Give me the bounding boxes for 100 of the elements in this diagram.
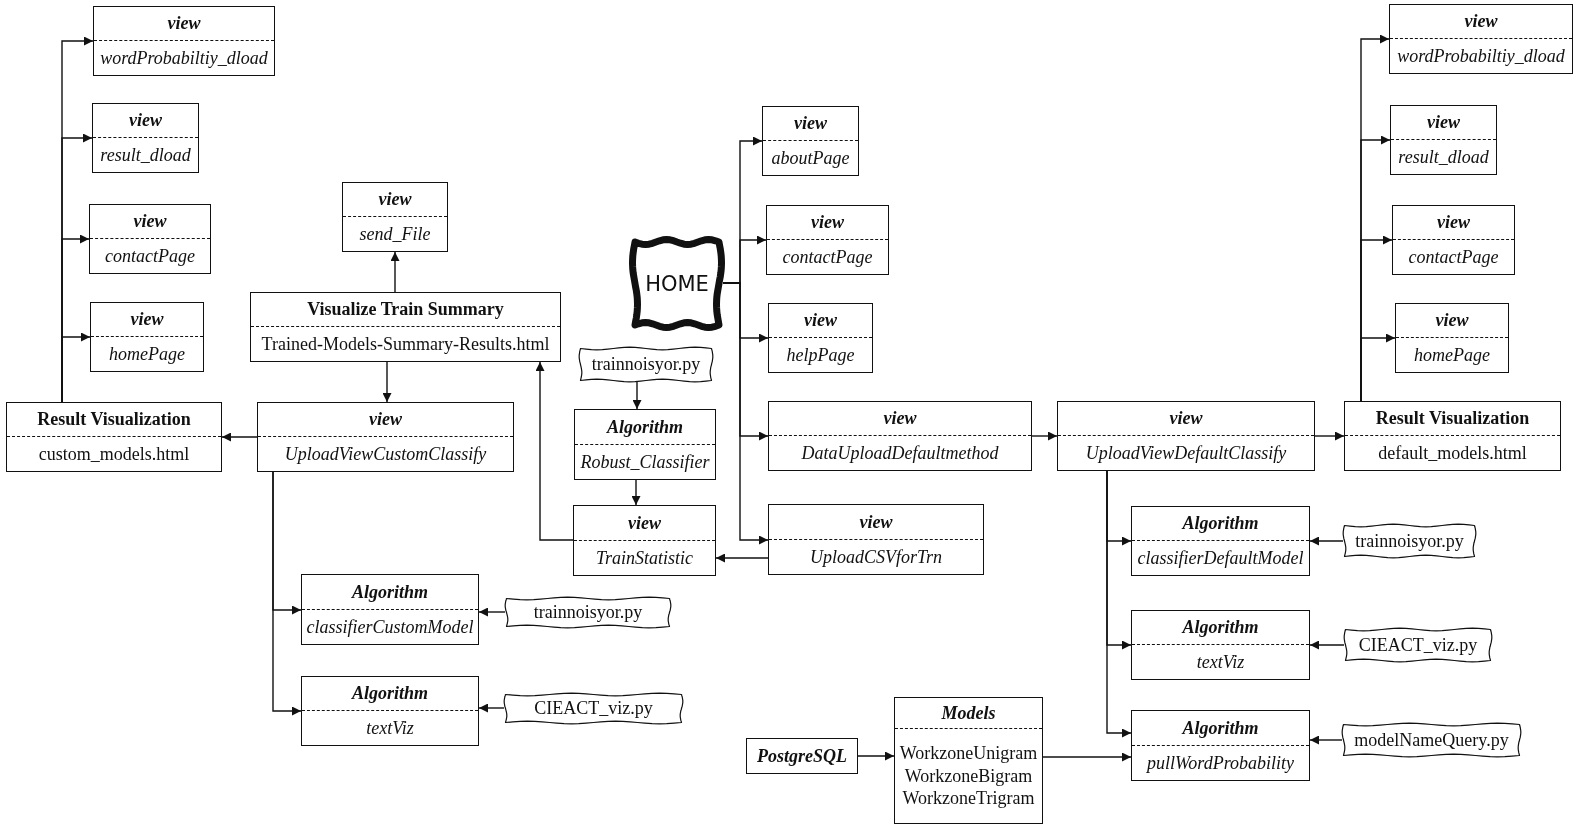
- arrow: [61, 332, 91, 403]
- class-box: [1131, 506, 1310, 576]
- class-box: [301, 676, 479, 746]
- class-box: [93, 6, 275, 76]
- script-box: [504, 693, 683, 724]
- method-name: DataUploadDefaultmethod: [801, 442, 999, 464]
- box-title: Result Visualization: [37, 409, 191, 430]
- method-name: wordProbabiltiy_dload: [100, 47, 268, 69]
- stereotype-label: view: [859, 511, 893, 533]
- method-name: Robust_Classifier: [580, 451, 710, 473]
- script-box: [1342, 723, 1521, 757]
- script-box: [505, 597, 671, 628]
- method-name: pullWordProbability: [1147, 752, 1294, 774]
- stereotype-label: view: [1427, 112, 1460, 133]
- script-box: [1344, 628, 1492, 662]
- stereotype-label: view: [794, 113, 827, 134]
- stereotype-label: view: [167, 13, 201, 34]
- arrow: [1309, 640, 1345, 650]
- arrow: [722, 282, 769, 545]
- home-box: [631, 238, 723, 329]
- method-name: homePage: [109, 343, 185, 365]
- arrow: [221, 432, 258, 442]
- database-label: PostgreSQL: [757, 745, 847, 767]
- arrow: [1106, 470, 1132, 738]
- box-title: Models: [941, 702, 996, 724]
- arrow: [857, 751, 895, 761]
- method-name: wordProbabiltiy_dload: [1397, 45, 1565, 67]
- class-box: [766, 205, 889, 275]
- class-box: [342, 182, 448, 252]
- class-box: [90, 302, 204, 372]
- class-box: [1131, 610, 1310, 680]
- stereotype-label: Algorithm: [607, 416, 683, 438]
- class-box: [768, 504, 984, 575]
- box-title: Result Visualization: [1375, 408, 1530, 429]
- file-name: trainnoisyor.py: [1355, 530, 1464, 552]
- model-name: WorkzoneBigram: [904, 765, 1033, 787]
- database-box: [746, 738, 858, 774]
- stereotype-label: view: [369, 409, 402, 430]
- script-box: [579, 347, 713, 382]
- class-box: [1390, 105, 1497, 175]
- page-box: [1344, 401, 1561, 471]
- arrow: [390, 251, 400, 293]
- class-box: [89, 204, 211, 274]
- stereotype-label: view: [804, 310, 837, 331]
- stereotype-label: view: [811, 212, 844, 233]
- method-name: textViz: [366, 717, 414, 739]
- file-name: CIEACT_viz.py: [1358, 634, 1478, 656]
- class-box: [257, 402, 514, 472]
- method-name: aboutPage: [771, 147, 850, 169]
- page-box: [250, 292, 561, 362]
- stereotype-label: view: [1169, 408, 1203, 429]
- arrow: [631, 479, 641, 506]
- method-name: classifierCustomModel: [306, 616, 474, 638]
- stereotype-label: Algorithm: [1182, 617, 1259, 638]
- class-box: [92, 103, 199, 173]
- stereotype-label: view: [1435, 310, 1469, 331]
- box-title: Visualize Train Summary: [307, 299, 504, 320]
- class-box: [1131, 710, 1310, 781]
- stereotype-label: view: [130, 309, 164, 330]
- arrow: [1309, 735, 1343, 745]
- class-box: [768, 303, 873, 373]
- stereotype-label: Algorithm: [1182, 513, 1259, 534]
- class-box: [301, 574, 479, 645]
- method-name: send_File: [359, 223, 431, 245]
- class-box: [1395, 303, 1509, 373]
- method-name: classifierDefaultModel: [1137, 547, 1304, 569]
- class-box: [574, 409, 716, 480]
- stereotype-label: view: [628, 512, 661, 534]
- file-name: trainnoisyor.py: [533, 602, 643, 623]
- arrow: [715, 553, 769, 563]
- model-box: [894, 697, 1043, 824]
- arrow: [1031, 431, 1058, 441]
- stereotype-label: view: [378, 189, 412, 210]
- stereotype-label: Algorithm: [1182, 717, 1259, 739]
- stereotype-label: Algorithm: [352, 581, 428, 603]
- file-name: CIEACT_viz.py: [534, 698, 653, 719]
- file-name: modelNameQuery.py: [1354, 729, 1509, 751]
- method-name: helpPage: [786, 344, 855, 366]
- class-box: [1389, 4, 1573, 74]
- file-name: Trained-Models-Summary-Results.html: [261, 333, 550, 355]
- arrow: [535, 361, 574, 541]
- class-box: [1392, 205, 1515, 275]
- stereotype-label: view: [129, 110, 162, 131]
- model-name: WorkzoneUnigram: [899, 742, 1038, 764]
- home-label: HOME: [645, 271, 709, 296]
- script-box: [1343, 524, 1476, 558]
- method-name: UploadCSVforTrn: [810, 546, 942, 568]
- arrow: [478, 607, 506, 617]
- arrow: [1309, 536, 1344, 546]
- stereotype-label: view: [133, 211, 167, 232]
- method-name: UploadViewDefaultClassify: [1085, 442, 1287, 464]
- class-box: [1057, 401, 1315, 471]
- arrow: [632, 381, 642, 410]
- file-name: custom_models.html: [38, 443, 190, 465]
- stereotype-label: view: [883, 408, 917, 429]
- method-name: result_dload: [100, 144, 191, 166]
- arrow: [478, 703, 505, 713]
- method-name: contactPage: [105, 245, 195, 267]
- page-box: [6, 402, 222, 472]
- method-name: contactPage: [1408, 246, 1499, 268]
